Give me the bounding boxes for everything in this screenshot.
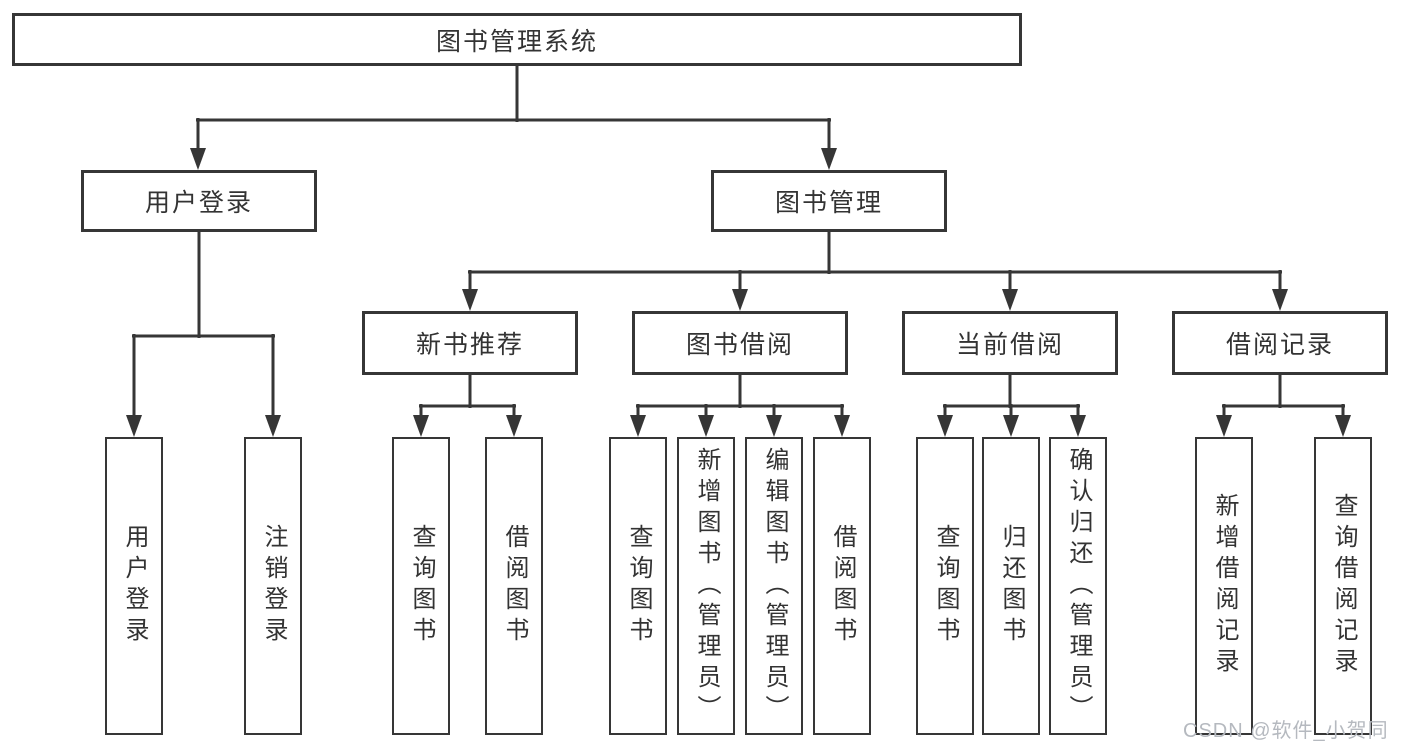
node-book-management: 图书管理 bbox=[711, 170, 947, 232]
node-leaf-borrow-query-books: 查询图书 bbox=[609, 437, 667, 735]
node-current-borrowing: 当前借阅 bbox=[902, 311, 1118, 375]
node-library-management-system: 图书管理系统 bbox=[12, 13, 1022, 66]
node-leaf-borrow-edit-books-admin: 编辑图书（管理员） bbox=[745, 437, 803, 735]
node-leaf-records-query: 查询借阅记录 bbox=[1314, 437, 1372, 735]
node-leaf-borrow-borrow-books: 借阅图书 bbox=[813, 437, 871, 735]
node-book-borrowing: 图书借阅 bbox=[632, 311, 848, 375]
csdn-watermark: CSDN @软件_小贺同学 bbox=[1183, 720, 1389, 742]
node-leaf-recommend-borrow-books: 借阅图书 bbox=[485, 437, 543, 735]
node-leaf-current-query-books: 查询图书 bbox=[916, 437, 974, 735]
node-new-book-recommend: 新书推荐 bbox=[362, 311, 578, 375]
node-leaf-logout: 注销登录 bbox=[244, 437, 302, 735]
node-leaf-user-login: 用户登录 bbox=[105, 437, 163, 735]
node-leaf-current-return-books: 归还图书 bbox=[982, 437, 1040, 735]
node-user-login: 用户登录 bbox=[81, 170, 317, 232]
arrowheads bbox=[126, 148, 1351, 437]
node-leaf-recommend-query-books: 查询图书 bbox=[392, 437, 450, 735]
node-leaf-records-add: 新增借阅记录 bbox=[1195, 437, 1253, 735]
node-leaf-current-confirm-return-admin: 确认归还（管理员） bbox=[1049, 437, 1107, 735]
node-leaf-borrow-add-books-admin: 新增图书（管理员） bbox=[677, 437, 735, 735]
node-borrowing-records: 借阅记录 bbox=[1172, 311, 1388, 375]
